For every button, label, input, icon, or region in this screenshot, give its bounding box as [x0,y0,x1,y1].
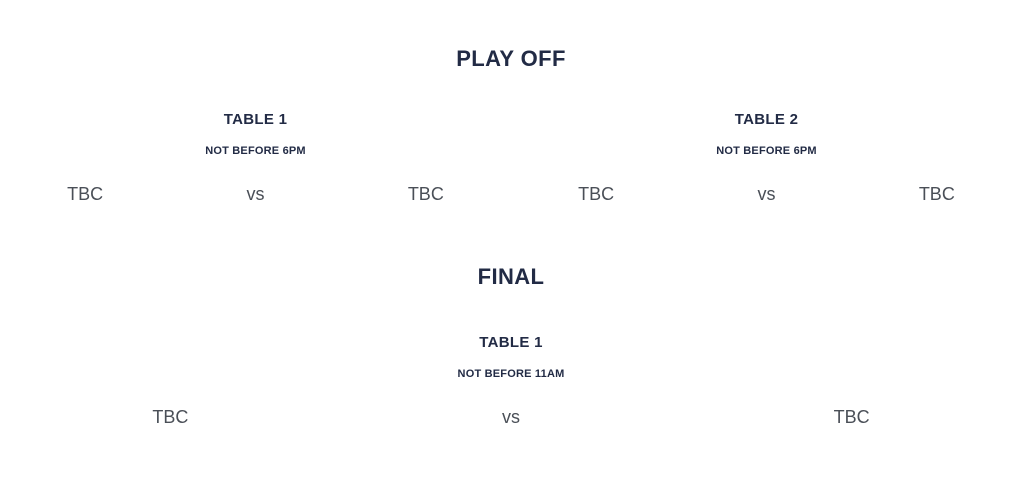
match-time-label: NOT BEFORE 6PM [205,145,306,158]
match-header-row-playoff: TABLE 1 NOT BEFORE 6PM TABLE 2 NOT BEFOR… [0,112,1022,157]
vs-separator: vs [757,184,776,205]
round-heading-final: FINAL [477,263,545,289]
match-header-final-1: TABLE 1 NOT BEFORE 11AM [0,335,1022,380]
match-time-label: NOT BEFORE 6PM [716,145,817,158]
round-heading-playoff: PLAY OFF [456,46,566,72]
team-away: TBC [833,406,870,427]
team-away: TBC [407,184,444,205]
team-away: TBC [918,184,955,205]
match-time-label: NOT BEFORE 11AM [457,367,565,380]
team-home: TBC [67,184,104,205]
fixture-row-playoff: TBC vs TBC TBC vs TBC [0,185,1022,203]
match-header-playoff-1: TABLE 1 NOT BEFORE 6PM [0,112,511,157]
fixture-row-final: TBC vs TBC [0,408,1022,426]
team-home: TBC [578,184,615,205]
match-header-row-final: TABLE 1 NOT BEFORE 11AM [0,335,1022,380]
team-home: TBC [152,406,189,427]
table-label: TABLE 1 [223,111,288,129]
vs-separator: vs [246,184,265,205]
table-label: TABLE 1 [479,333,543,351]
round-final: FINAL TABLE 1 NOT BEFORE 11AM TBC vs TBC [0,203,1022,426]
match-header-playoff-2: TABLE 2 NOT BEFORE 6PM [511,112,1022,157]
vs-separator: vs [501,406,520,427]
round-playoff: PLAY OFF TABLE 1 NOT BEFORE 6PM TABLE 2 … [0,0,1022,204]
table-label: TABLE 2 [734,111,799,129]
